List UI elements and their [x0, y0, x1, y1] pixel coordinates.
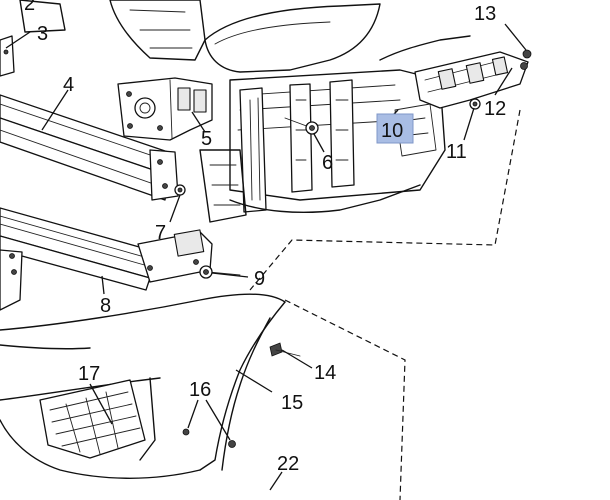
callout-3: 3 [37, 23, 48, 45]
callout-17: 17 [78, 363, 100, 385]
callout-4: 4 [63, 74, 74, 96]
callout-7: 7 [155, 222, 166, 244]
bolt-11 [469, 98, 481, 110]
boundary-dash-right [284, 299, 406, 500]
callout-16: 16 [189, 379, 211, 401]
callout-10: 10 [381, 120, 403, 142]
bracket-3 [0, 35, 15, 77]
upper-body-panel [19, 0, 381, 73]
impact-bar-8 [0, 207, 213, 311]
callout-2: 2 [24, 0, 35, 15]
fastener-16 [182, 428, 236, 448]
callout-13: 13 [474, 3, 496, 25]
callout-10-highlight [376, 113, 414, 144]
bumper-fascia [0, 293, 286, 479]
bracket-5 [117, 77, 213, 141]
bracket-12 [414, 51, 529, 109]
callout-15: 15 [281, 392, 303, 414]
impact-bar-4 [0, 94, 179, 201]
callout-labels: 2 3 4 5 6 7 8 9 10 11 12 13 14 15 16 17 … [24, 0, 506, 475]
bolt-6 [284, 117, 319, 135]
fastener-14 [269, 342, 301, 357]
bolt-7 [174, 184, 186, 196]
bolt-13 [520, 49, 532, 70]
callout-8: 8 [100, 295, 111, 317]
callout-9: 9 [254, 268, 265, 290]
bolt-9 [199, 265, 241, 279]
callout-22: 22 [277, 453, 299, 475]
callout-11: 11 [446, 141, 467, 163]
callout-6: 6 [322, 152, 333, 174]
callout-5: 5 [201, 128, 212, 150]
leader-lines [5, 23, 527, 491]
callout-12: 12 [484, 98, 506, 120]
callout-14: 14 [314, 362, 336, 384]
boundary-dash-upper [249, 109, 521, 291]
radiator-support [199, 35, 471, 223]
